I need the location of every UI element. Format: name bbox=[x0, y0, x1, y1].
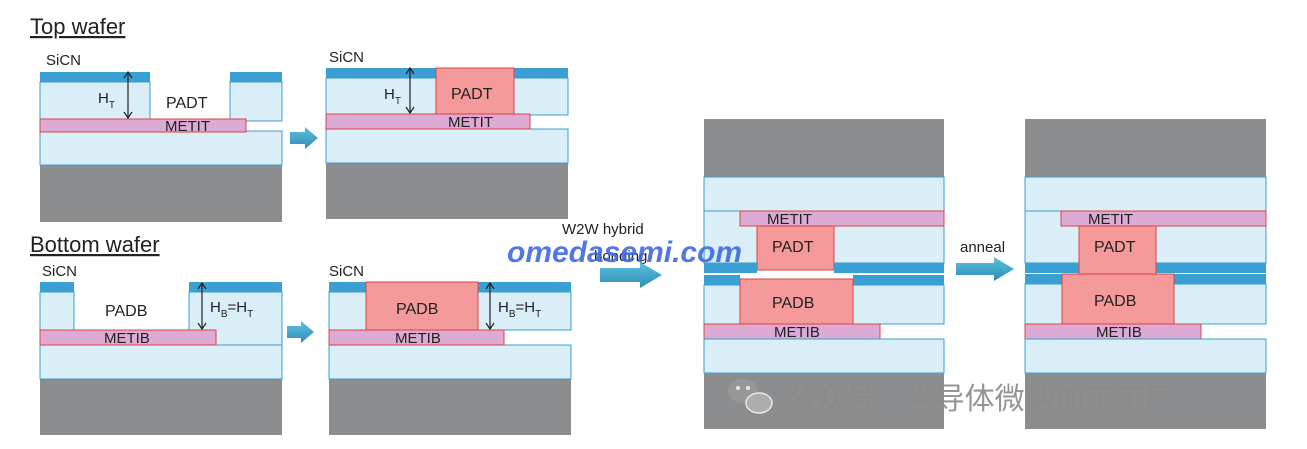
oxide-left bbox=[39, 81, 151, 122]
w2w-hybrid-label: W2W hybrid bbox=[562, 221, 644, 238]
bottom-oxide bbox=[703, 338, 945, 374]
padb-block bbox=[365, 281, 479, 331]
arrow-heads bbox=[197, 281, 207, 331]
process-arrow-1 bbox=[290, 127, 318, 149]
padt-block bbox=[435, 67, 515, 116]
anneal-arrow bbox=[956, 257, 1014, 281]
top-wafer-header: Top wafer bbox=[30, 14, 125, 39]
bottom-oxide bbox=[1024, 338, 1267, 374]
site-watermark: omedasemi.com bbox=[507, 236, 742, 269]
metib-label: METIB bbox=[774, 324, 820, 341]
panel-top-after: METIT PADT SiCN HT bbox=[325, 49, 569, 219]
hb-label: HB=HT bbox=[210, 299, 253, 320]
ht-label: HT bbox=[384, 86, 401, 107]
substrate bbox=[326, 162, 568, 219]
padb-label: PADB bbox=[1094, 293, 1136, 310]
bonding-label: bonding bbox=[594, 248, 647, 265]
padt-label: PADT bbox=[166, 95, 208, 112]
metit-label: METIT bbox=[1088, 211, 1133, 228]
panel-top-before: METIT PADT SiCN HT bbox=[39, 52, 283, 222]
sicn-bottom-left bbox=[1025, 274, 1062, 284]
sicn-bottom-right bbox=[853, 275, 944, 285]
process-arrow-2 bbox=[287, 321, 314, 343]
metib-label: METIB bbox=[104, 330, 150, 347]
top-substrate bbox=[704, 119, 944, 177]
sicn-top-right bbox=[1156, 263, 1266, 273]
sicn-bottom-left bbox=[704, 275, 740, 285]
padb-label: PADB bbox=[105, 303, 147, 320]
sicn-bottom-right bbox=[1174, 274, 1266, 284]
anneal-label: anneal bbox=[960, 239, 1005, 256]
oxide-right bbox=[229, 81, 283, 122]
arrow-heads bbox=[123, 70, 133, 120]
arrow-heads bbox=[485, 281, 495, 331]
metib-label: METIB bbox=[1096, 324, 1142, 341]
oxide-lower bbox=[328, 344, 572, 380]
sicn-layer-right bbox=[230, 72, 282, 82]
padt-block bbox=[756, 225, 835, 271]
sicn-top-left bbox=[704, 263, 757, 273]
oxide-lower bbox=[39, 344, 283, 380]
sicn-label: SiCN bbox=[46, 52, 81, 69]
sicn-layer-left bbox=[40, 72, 150, 82]
oxide-lower bbox=[39, 130, 283, 166]
sicn-label: SiCN bbox=[329, 263, 364, 280]
oxide-lower bbox=[325, 128, 569, 164]
padb-label: PADB bbox=[396, 301, 438, 318]
sicn-top-left bbox=[1025, 263, 1079, 273]
sicn-layer-left bbox=[329, 282, 366, 292]
sicn-layer-right bbox=[514, 68, 568, 78]
panel-bottom-before: METIB PADB SiCN HB=HT bbox=[39, 263, 283, 435]
top-substrate bbox=[1025, 119, 1266, 177]
panel-bottom-after: METIB PADB SiCN HB=HT bbox=[328, 263, 572, 435]
metit-label: METIT bbox=[767, 211, 812, 228]
sicn-layer-left bbox=[40, 282, 74, 292]
bottom-wafer-header: Bottom wafer bbox=[30, 232, 160, 257]
sicn-top-right bbox=[834, 263, 944, 273]
sicn-layer-right bbox=[189, 282, 282, 292]
wechat-icon bbox=[728, 379, 773, 414]
sicn-label: SiCN bbox=[329, 49, 364, 66]
metib-layer bbox=[328, 329, 505, 346]
bonding-arrow bbox=[600, 262, 662, 288]
hb-label: HB=HT bbox=[498, 299, 541, 320]
metit-label: METIT bbox=[448, 114, 493, 131]
top-oxide bbox=[1024, 176, 1267, 212]
padb-block bbox=[1061, 273, 1175, 325]
padb-label: PADB bbox=[772, 295, 814, 312]
padt-label: PADT bbox=[451, 86, 493, 103]
substrate bbox=[40, 379, 282, 435]
wechat-watermark: 公众号 · 半导体微纳加工工厂 bbox=[786, 382, 1175, 417]
bottom-substrate bbox=[1025, 373, 1266, 429]
oxide-left bbox=[39, 291, 75, 331]
arrow-heads bbox=[405, 66, 415, 115]
padb-block bbox=[739, 278, 854, 325]
metit-layer bbox=[1060, 210, 1267, 227]
top-oxide bbox=[703, 176, 945, 212]
metit-label: METIT bbox=[165, 118, 210, 135]
metit-layer bbox=[325, 113, 531, 130]
sicn-layer-left bbox=[326, 68, 436, 78]
sicn-layer-right bbox=[478, 282, 571, 292]
metit-layer bbox=[39, 118, 247, 133]
sicn-label: SiCN bbox=[42, 263, 77, 280]
padt-label: PADT bbox=[772, 239, 814, 256]
panel-annealed: METIT PADT PADB METIB bbox=[1024, 119, 1267, 429]
metib-label: METIB bbox=[395, 330, 441, 347]
padt-label: PADT bbox=[1094, 239, 1136, 256]
substrate bbox=[329, 379, 571, 435]
ht-label: HT bbox=[98, 90, 115, 111]
metit-layer bbox=[739, 210, 945, 227]
metib-layer bbox=[39, 329, 217, 346]
substrate bbox=[40, 165, 282, 222]
